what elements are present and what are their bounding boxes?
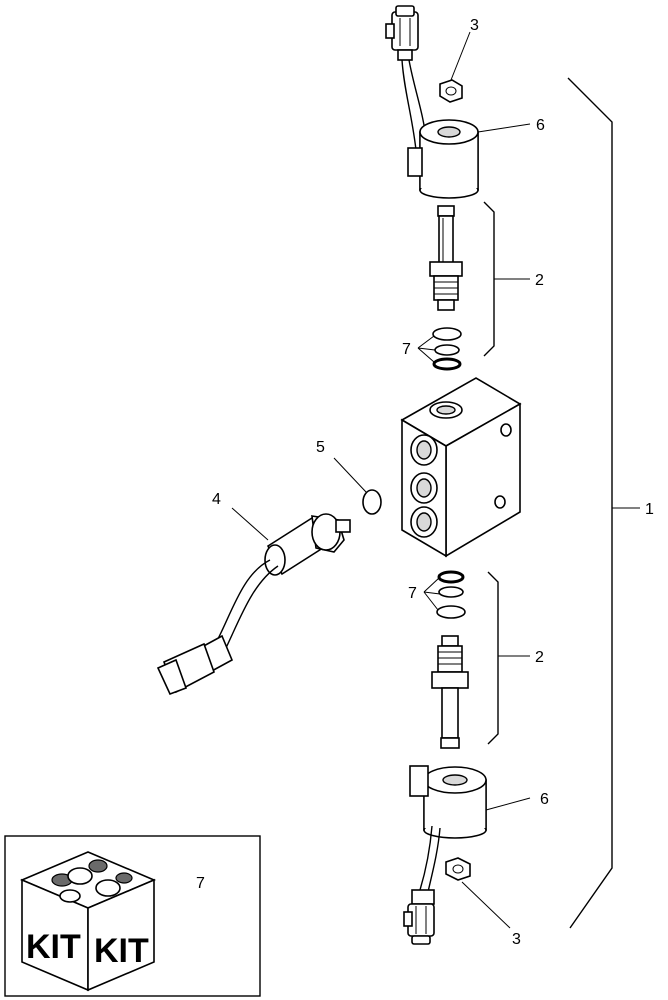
bottom-cartridge-valve (431, 635, 469, 749)
callout-pressure-switch: 4 (212, 491, 221, 508)
assembly-bracket (567, 77, 640, 929)
pressure-switch (211, 513, 351, 657)
callout-assembly: 1 (645, 501, 654, 518)
callout-cartridge-bottom: 2 (535, 649, 544, 666)
callout-coil-bottom: 6 (540, 791, 549, 808)
kit-contents-icon (51, 859, 133, 903)
top-cartridge-valve (429, 205, 463, 311)
callout-seal-top: 7 (402, 341, 411, 358)
bottom-solenoid-coil (409, 765, 487, 839)
callout-kit-box: 7 (196, 875, 205, 892)
top-hex-nut (439, 79, 463, 103)
top-solenoid-coil (407, 119, 479, 199)
kit-label-right: KIT (94, 932, 149, 970)
pressure-switch-connector (156, 634, 234, 696)
bottom-coil-connector (403, 825, 441, 945)
top-seal-set (432, 327, 462, 371)
switch-o-ring (362, 489, 382, 515)
valve-manifold-block (400, 377, 522, 558)
callout-coil-top: 6 (536, 117, 545, 134)
kit-panel (4, 835, 261, 997)
callout-nut-bottom: 3 (512, 931, 521, 948)
bottom-cartridge-brace (487, 571, 499, 745)
top-cartridge-brace (483, 201, 495, 357)
bottom-seal-set (436, 570, 466, 619)
callout-nut-top: 3 (470, 17, 479, 34)
bottom-hex-nut (445, 857, 471, 881)
kit-label-left: KIT (26, 928, 81, 966)
callout-oring-switch: 5 (316, 439, 325, 456)
top-coil-connector (385, 5, 427, 151)
callout-cartridge-top: 2 (535, 272, 544, 289)
callout-seal-bottom: 7 (408, 585, 417, 602)
